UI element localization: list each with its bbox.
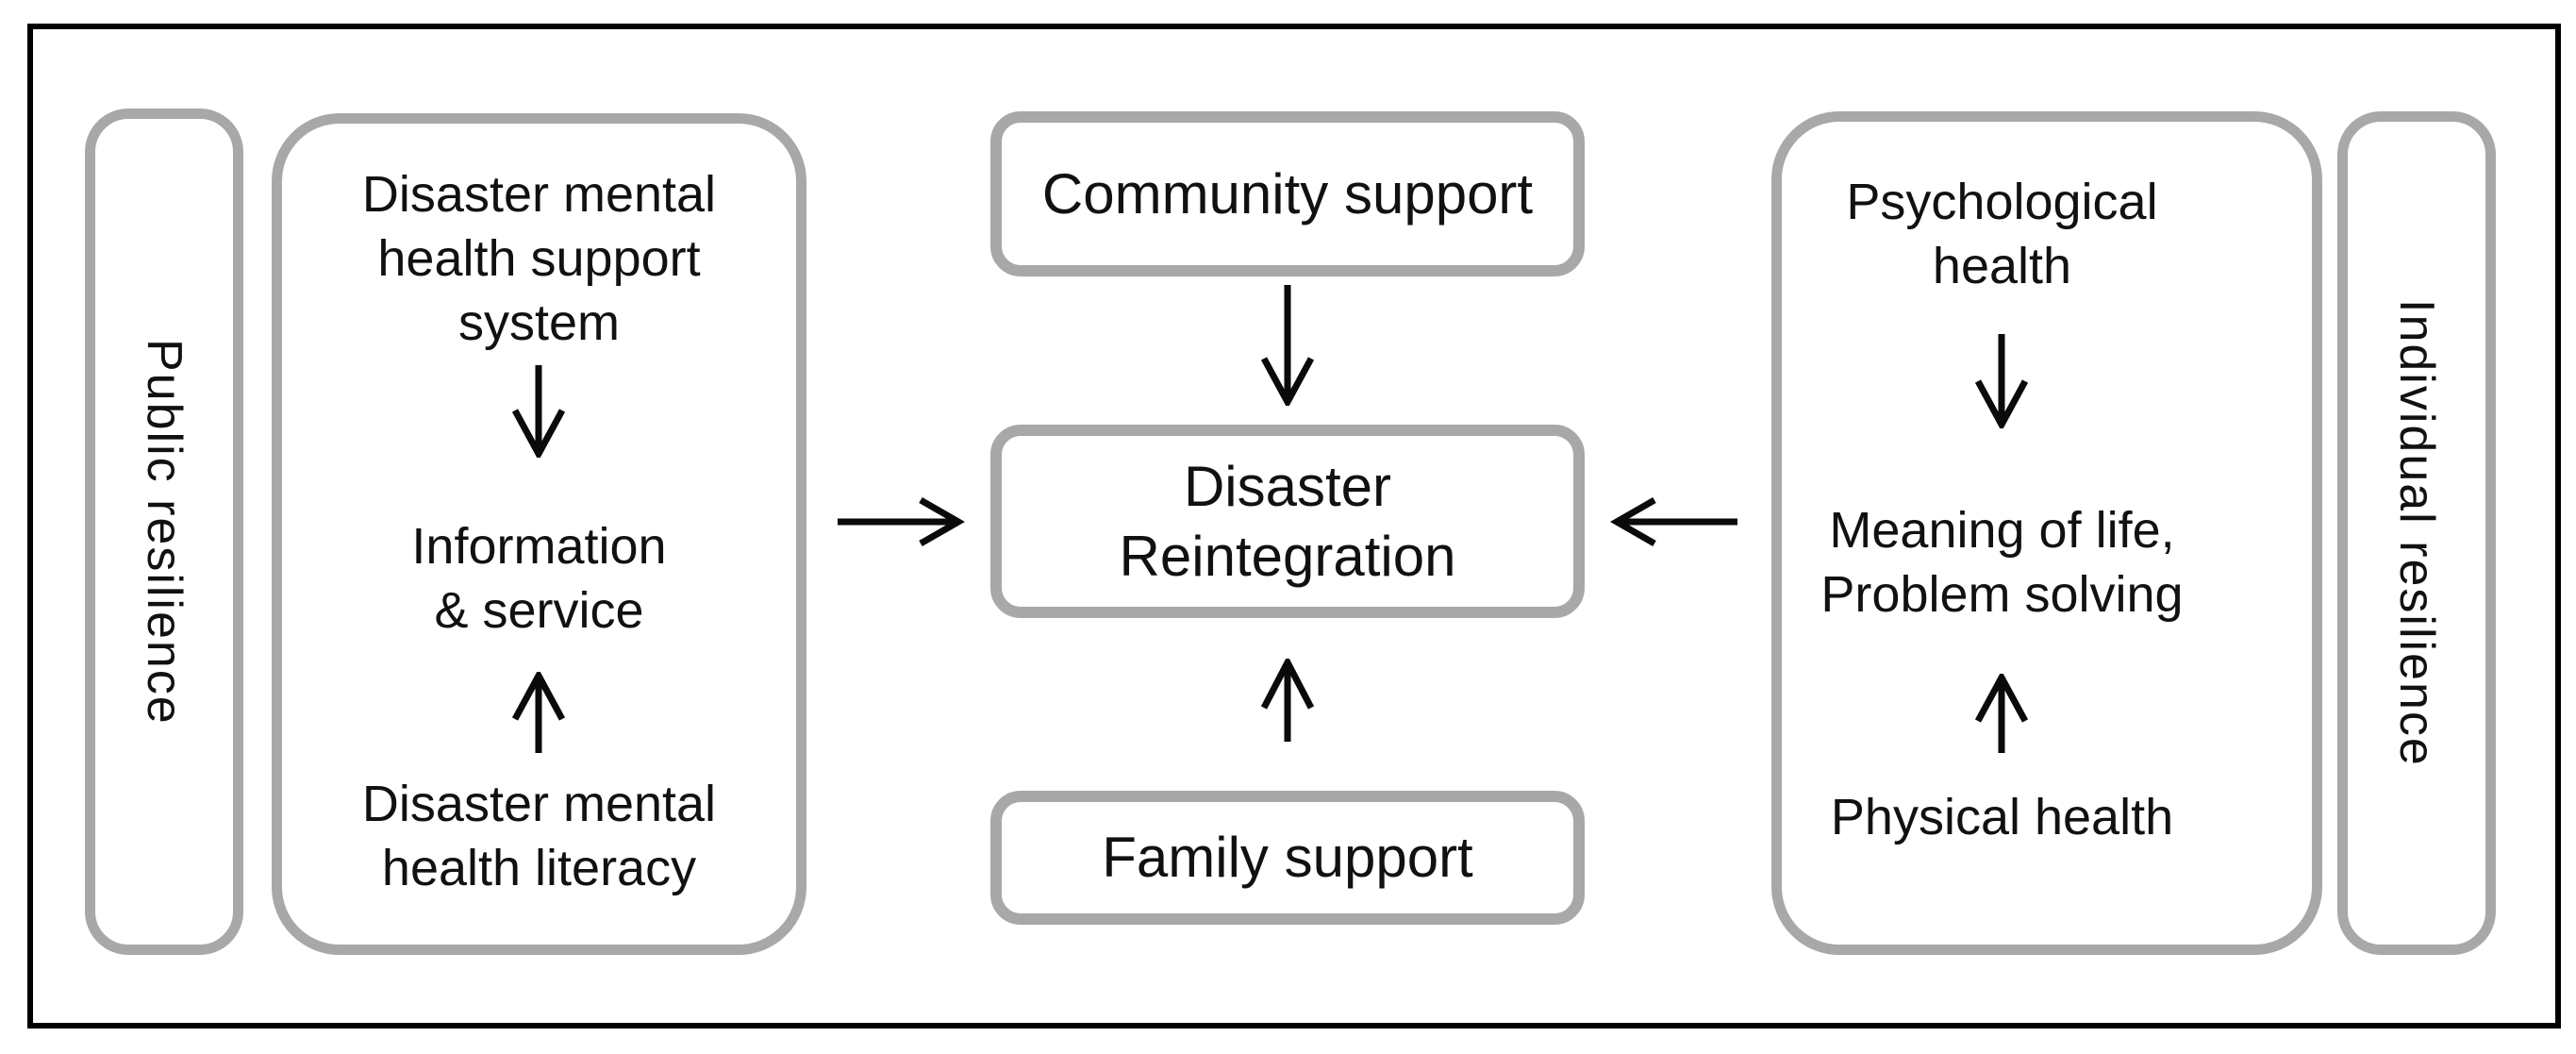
label-line: Physical health bbox=[1830, 789, 2174, 845]
physical-health-label: Physical health bbox=[1771, 785, 2233, 849]
label-line: Disaster mental bbox=[361, 776, 717, 832]
disaster-reintegration-label: Disaster bbox=[1183, 454, 1392, 518]
meaning-of-life-problem-solving-label: Meaning of life, Problem solving bbox=[1771, 498, 2233, 627]
label-line: Disaster mental bbox=[361, 166, 717, 223]
psychological-health-label: Psychological health bbox=[1771, 170, 2233, 298]
system-to-information-arrow-down-icon bbox=[510, 363, 567, 458]
physical-to-meaning-arrow-up-icon bbox=[1973, 674, 2030, 755]
disaster-reintegration-box: Disaster Reintegration bbox=[990, 425, 1585, 618]
disaster-mental-health-support-system-label: Disaster mental health support system bbox=[272, 162, 806, 355]
family-support-box: Family support bbox=[990, 791, 1585, 925]
label-line: health bbox=[1932, 238, 2072, 294]
public-resilience-label: Public resilience bbox=[137, 338, 191, 726]
label-line: Problem solving bbox=[1820, 566, 2184, 623]
individual-resilience-group-box bbox=[1771, 111, 2322, 955]
public-resilience-rail: Public resilience bbox=[85, 109, 243, 955]
family-support-label: Family support bbox=[1102, 826, 1473, 889]
label-line: Meaning of life, bbox=[1829, 502, 2175, 559]
individual-group-to-reintegration-arrow-left-icon bbox=[1609, 479, 1741, 564]
literacy-to-information-arrow-up-icon bbox=[510, 672, 567, 755]
label-line: health literacy bbox=[381, 840, 697, 896]
information-and-service-label: Information & service bbox=[272, 514, 806, 643]
family-to-reintegration-arrow-up-icon bbox=[1259, 659, 1316, 744]
label-line: Information bbox=[411, 518, 667, 575]
figure-frame bbox=[27, 24, 2561, 1029]
disaster-mental-health-literacy-label: Disaster mental health literacy bbox=[272, 772, 806, 900]
community-support-box: Community support bbox=[990, 111, 1585, 276]
community-support-label: Community support bbox=[1041, 161, 1534, 226]
label-line: & service bbox=[434, 582, 644, 639]
disaster-reintegration-label: Reintegration bbox=[1119, 524, 1456, 588]
public-resilience-group-box bbox=[272, 113, 806, 955]
individual-resilience-rail: Individual resilience bbox=[2337, 111, 2496, 955]
label-line: system bbox=[457, 294, 621, 351]
label-line: Psychological bbox=[1846, 174, 2158, 230]
psychological-to-meaning-arrow-down-icon bbox=[1973, 332, 2030, 428]
community-to-reintegration-arrow-down-icon bbox=[1259, 283, 1316, 406]
individual-resilience-label: Individual resilience bbox=[2389, 299, 2444, 767]
public-group-to-reintegration-arrow-right-icon bbox=[834, 479, 966, 564]
label-line: health support bbox=[377, 230, 701, 287]
